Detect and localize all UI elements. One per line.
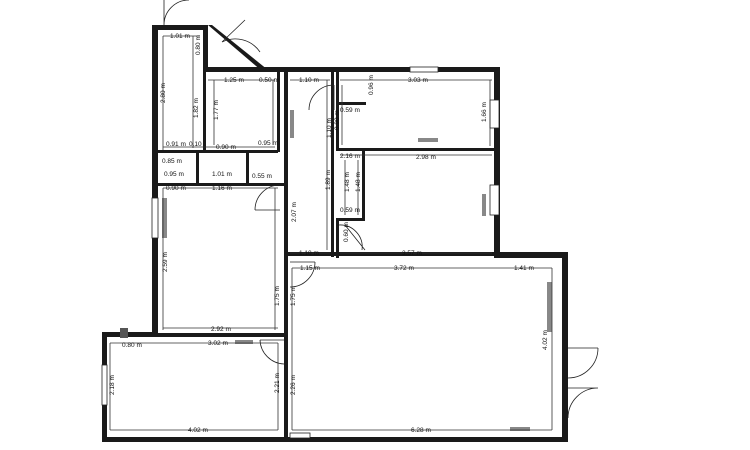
dim-label: 4.02 m xyxy=(188,427,208,434)
dim-label: 1.75 m xyxy=(290,286,297,306)
dim-label: 1.10 m xyxy=(326,118,333,138)
dim-label: 1.10 m xyxy=(299,250,319,257)
dim-label: 3.02 m xyxy=(208,340,228,347)
window-bottom xyxy=(289,432,311,439)
dim-label: 1.15 m xyxy=(300,265,320,272)
dim-label: 2.80 m xyxy=(160,83,167,103)
dim-label: 2.21 m xyxy=(274,373,281,393)
outer-walls xyxy=(102,25,568,442)
door-hall-left[interactable] xyxy=(254,184,281,211)
dim-label: 0.80 m xyxy=(195,35,202,55)
dim-label: 0.60 m xyxy=(343,222,350,242)
dim-label: 1.48 m xyxy=(355,172,362,192)
radiator-living xyxy=(510,427,530,431)
door-room-mid[interactable] xyxy=(338,224,366,251)
door-bedroom[interactable] xyxy=(259,339,285,365)
dim-label: 2.16 m xyxy=(340,153,360,160)
dimension-labels: 1.01 m 0.80 m 2.80 m 1.82 m 0.91 m 0.10 … xyxy=(109,33,549,434)
radiator-room-2 xyxy=(482,194,486,216)
dim-label: 2.07 m xyxy=(291,202,298,222)
window-right-1 xyxy=(489,99,500,129)
dim-label: 2.92 m xyxy=(211,326,231,333)
dim-label: 1.75 m xyxy=(274,286,281,306)
dim-label: 0.90 m xyxy=(216,144,236,151)
dim-label: 1.01 m xyxy=(170,33,190,40)
door-top-diagonal[interactable] xyxy=(221,19,261,53)
dim-label: 2.59 m xyxy=(162,252,169,272)
dim-label: 0.85 m xyxy=(162,158,182,165)
dim-label: 0.95 m xyxy=(164,171,184,178)
dim-label: 1.48 m xyxy=(344,172,351,192)
dim-label: 1.16 m xyxy=(212,185,232,192)
dim-label: 0.90 m xyxy=(334,110,341,130)
dim-label: 0.96 m xyxy=(368,75,375,95)
dim-label: 0.55 m xyxy=(252,173,272,180)
radiator-left xyxy=(162,198,167,238)
door-balcony-upper[interactable] xyxy=(567,347,599,379)
dim-label: 0.59 m xyxy=(340,207,360,214)
dim-label: 0.80 m xyxy=(122,342,142,349)
dim-label: 3.03 m xyxy=(408,77,428,84)
dim-label: 3.72 m xyxy=(394,265,414,272)
dim-label: 1.25 m xyxy=(224,77,244,84)
window-top xyxy=(409,66,439,73)
dim-label: 3.57 m xyxy=(402,250,422,257)
dim-label: 1.82 m xyxy=(193,98,200,118)
dim-label: 1.77 m xyxy=(213,100,220,120)
radiator-hall xyxy=(290,110,294,138)
dim-label: 2.18 m xyxy=(109,375,116,395)
dim-label: 0.91 m xyxy=(166,141,186,148)
window-bottom-left xyxy=(101,364,108,406)
door-living[interactable] xyxy=(289,261,316,288)
dim-label: 1.89 m xyxy=(325,170,332,190)
window-right-2 xyxy=(489,184,500,216)
dim-label: 2.98 m xyxy=(416,154,436,161)
door-top-left[interactable] xyxy=(163,0,190,26)
dim-label: 0.59 m xyxy=(340,107,360,114)
dim-label: 4.02 m xyxy=(542,330,549,350)
dim-label: 0.50 m xyxy=(259,77,279,84)
radiators xyxy=(120,110,552,431)
dimension-lines xyxy=(109,35,553,431)
door-bath[interactable] xyxy=(308,84,335,111)
radiator-bedroom xyxy=(235,340,253,344)
radiator-room xyxy=(418,138,438,142)
interior-walls xyxy=(102,72,498,437)
window-left xyxy=(151,197,159,239)
boiler-icon xyxy=(120,328,128,338)
dim-label: 6.28 m xyxy=(411,427,431,434)
doors xyxy=(163,0,599,419)
dim-label: 1.10 m xyxy=(299,77,319,84)
door-balcony-lower[interactable] xyxy=(567,387,599,419)
dim-label: 0.10 xyxy=(189,141,202,148)
dim-label: 1.01 m xyxy=(212,171,232,178)
dim-label: 0.90 m xyxy=(166,185,186,192)
dim-label: 1.41 m xyxy=(514,265,534,272)
radiator-right xyxy=(547,282,552,332)
dim-label: 0.95 m xyxy=(258,140,278,147)
dim-label: 1.66 m xyxy=(481,102,488,122)
dim-label: 2.26 m xyxy=(290,375,297,395)
